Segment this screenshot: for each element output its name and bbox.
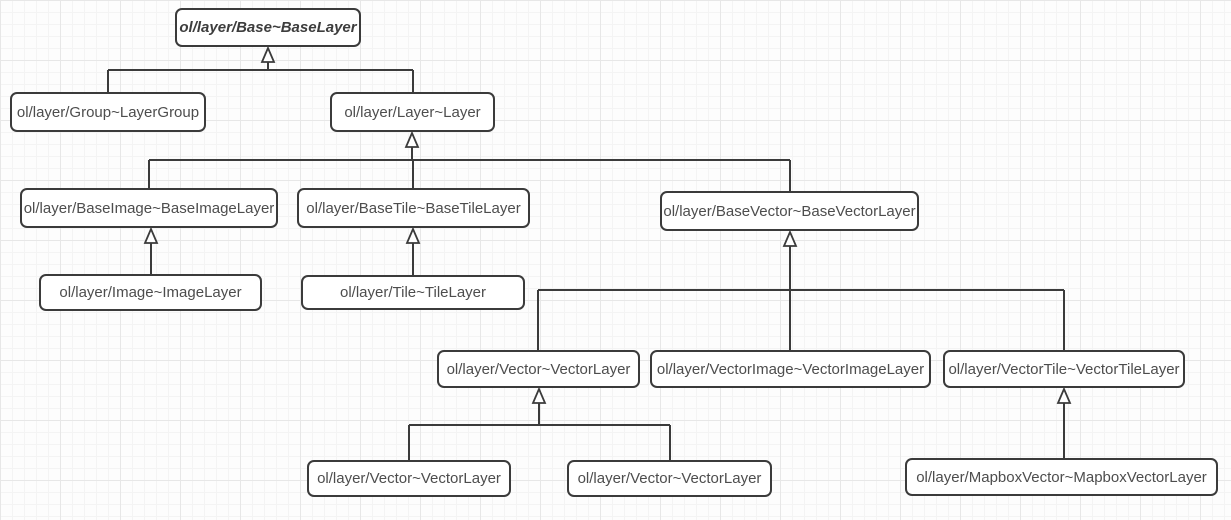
inheritance-arrow-icon	[531, 386, 547, 404]
class-node-vector-child-1[interactable]: ol/layer/Vector~VectorLayer	[307, 460, 511, 497]
inheritance-arrow-icon	[260, 45, 276, 63]
class-node-vector-child-2[interactable]: ol/layer/Vector~VectorLayer	[567, 460, 772, 497]
class-node-image[interactable]: ol/layer/Image~ImageLayer	[39, 274, 262, 311]
class-node-basevector[interactable]: ol/layer/BaseVector~BaseVectorLayer	[660, 191, 919, 231]
class-node-tile[interactable]: ol/layer/Tile~TileLayer	[301, 275, 525, 310]
class-node-mapboxvector[interactable]: ol/layer/MapboxVector~MapboxVectorLayer	[905, 458, 1218, 496]
class-node-baseimage[interactable]: ol/layer/BaseImage~BaseImageLayer	[20, 188, 278, 228]
inheritance-arrow-icon	[405, 226, 421, 244]
class-node-basetile[interactable]: ol/layer/BaseTile~BaseTileLayer	[297, 188, 530, 228]
inheritance-arrow-icon	[143, 226, 159, 244]
inheritance-arrow-icon	[404, 130, 420, 148]
class-node-group[interactable]: ol/layer/Group~LayerGroup	[10, 92, 206, 132]
inheritance-arrow-icon	[1056, 386, 1072, 404]
class-node-vector[interactable]: ol/layer/Vector~VectorLayer	[437, 350, 640, 388]
inheritance-arrow-icon	[782, 229, 798, 247]
class-node-base[interactable]: ol/layer/Base~BaseLayer	[175, 8, 361, 47]
class-node-vectortile[interactable]: ol/layer/VectorTile~VectorTileLayer	[943, 350, 1185, 388]
class-node-layer[interactable]: ol/layer/Layer~Layer	[330, 92, 495, 132]
class-node-vectorimage[interactable]: ol/layer/VectorImage~VectorImageLayer	[650, 350, 931, 388]
